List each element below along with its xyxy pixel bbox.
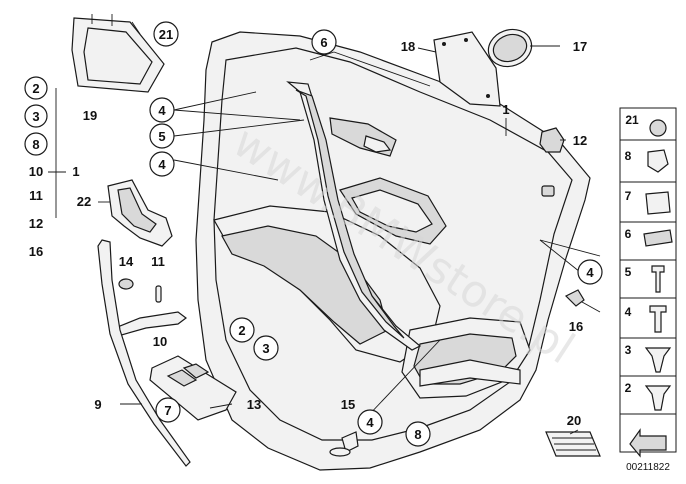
fastener-legend: 21 8 7 6 5 4 3 2 [619, 107, 677, 458]
pin-11 [155, 285, 162, 303]
cap-14 [118, 278, 134, 290]
trim-strip-9 [97, 239, 191, 467]
vent-grille-20 [545, 431, 601, 457]
callout-20: 20 [567, 413, 581, 428]
left-list-plain-4: 16 [29, 244, 43, 259]
expanding-rivet-15 [329, 431, 359, 457]
callout-21: 21 [159, 27, 173, 42]
callout-12: 12 [573, 133, 587, 148]
left-list-circled-1: 2 [32, 81, 39, 96]
callout-9: 9 [94, 397, 101, 412]
callout-5: 5 [158, 129, 165, 144]
grab-handle [286, 81, 422, 351]
left-list-circled-3: 8 [32, 137, 39, 152]
speaker-cover [433, 31, 501, 107]
mirror-triangle-cover [71, 14, 165, 93]
legend-4: 4 [625, 305, 632, 319]
callout-16: 16 [569, 319, 583, 334]
callout-2: 2 [238, 323, 245, 338]
label-19: 19 [83, 108, 97, 123]
callout-3: 3 [262, 341, 269, 356]
legend-8: 8 [625, 149, 632, 163]
left-reference-list: 2 3 8 10 11 12 16 1 19 [24, 76, 97, 259]
leader-lines [55, 45, 601, 435]
legend-3: 3 [625, 343, 632, 357]
left-list-bracket-ref: 1 [72, 164, 79, 179]
callout-6: 6 [320, 35, 327, 50]
legend-7: 7 [625, 189, 632, 203]
callout-11: 11 [151, 254, 165, 269]
left-list-plain-1: 10 [29, 164, 43, 179]
callout-15: 15 [341, 397, 355, 412]
callout-4-upper: 4 [158, 103, 166, 118]
callout-4-lower: 4 [366, 415, 374, 430]
speaker-grille [487, 28, 533, 68]
callout-22: 22 [77, 194, 91, 209]
callout-1: 1 [502, 102, 509, 117]
callout-7: 7 [164, 403, 171, 418]
tweeter-16 [564, 289, 601, 313]
callout-8: 8 [414, 427, 421, 442]
left-list-circled-2: 3 [32, 109, 39, 124]
switch-cover [149, 355, 237, 421]
clip-12 [539, 127, 565, 153]
callout-17: 17 [573, 39, 587, 54]
callout-4-right: 4 [586, 265, 594, 280]
legend-21: 21 [625, 113, 639, 127]
left-list-plain-2: 11 [29, 188, 43, 203]
callout-13: 13 [247, 397, 261, 412]
legend-2: 2 [625, 381, 632, 395]
bracket-22 [107, 179, 173, 247]
pull-handle-10 [108, 311, 187, 337]
legend-6: 6 [625, 227, 632, 241]
door-trim-panel [195, 31, 591, 471]
drawing-code: 00211822 [626, 462, 670, 473]
callout-4-middle: 4 [158, 157, 166, 172]
callout-14: 14 [119, 254, 134, 269]
left-list-plain-3: 12 [29, 216, 43, 231]
legend-5: 5 [625, 265, 632, 279]
callout-18: 18 [401, 39, 415, 54]
callouts: 21 6 18 17 1 12 4 5 4 22 14 11 10 2 3 9 … [77, 21, 603, 447]
callout-10: 10 [153, 334, 167, 349]
